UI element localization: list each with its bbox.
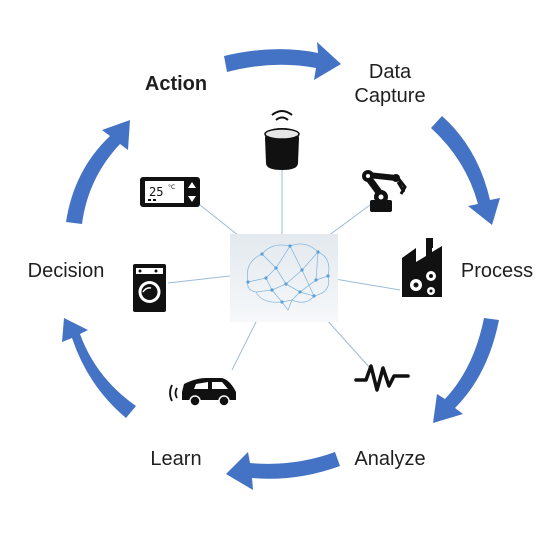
stage-label-data-capture-line1: Data: [368, 61, 412, 83]
arrow-bottom-right: [433, 318, 499, 423]
washing-machine-icon: [133, 264, 166, 312]
thermostat-icon: 25 °C: [140, 177, 200, 207]
arrow-top-left: [66, 120, 130, 224]
thermostat-unit: °C: [168, 184, 175, 191]
cycle-arrows: [62, 42, 500, 490]
car-icon: [169, 378, 236, 407]
stage-label-analyze: Analyze: [354, 448, 426, 470]
stage-label-decision: Decision: [27, 260, 105, 282]
robot-arm-icon: [362, 170, 407, 212]
arrow-top-right: [431, 116, 500, 225]
arrow-bottom: [226, 452, 340, 490]
heartbeat-icon: [354, 364, 410, 392]
arrow-top: [224, 42, 341, 80]
brain-network-icon: [230, 234, 338, 322]
smart-speaker-icon: [264, 110, 300, 170]
stage-label-data-capture-line2: Capture: [354, 85, 426, 107]
stage-label-process: Process: [460, 260, 534, 282]
stage-label-learn: Learn: [150, 448, 202, 470]
stage-label-data-capture: Data Capture: [340, 60, 440, 108]
thermostat-reading: 25: [149, 185, 163, 199]
stage-label-action: Action: [144, 73, 208, 95]
arrow-bottom-left: [62, 318, 136, 418]
factory-icon: [402, 238, 442, 297]
